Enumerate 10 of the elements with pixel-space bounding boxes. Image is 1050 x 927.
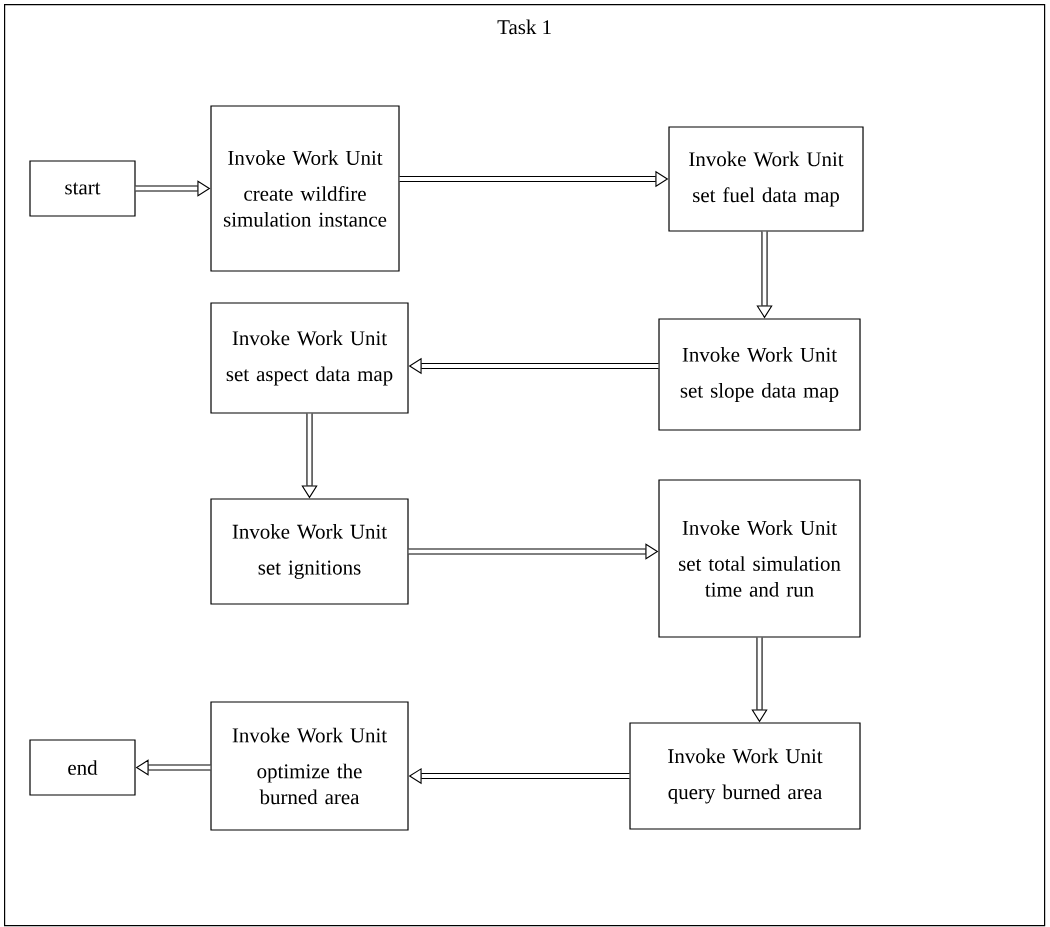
- terminal-box: start: [29, 160, 136, 217]
- process-box: Invoke Work Unit set slope data map: [658, 318, 861, 431]
- process-box: Invoke Work Unit query burned area: [629, 722, 861, 830]
- process-box: Invoke Work Unit set total simulation time and run: [658, 479, 861, 638]
- process-box: Invoke Work Unit set aspect data map: [210, 302, 409, 414]
- process-box: Invoke Work Unit create wildfire simulation instance: [210, 105, 400, 272]
- process-box: Invoke Work Unit set ignitions: [210, 498, 409, 605]
- process-box: Invoke Work Unit optimize the burned area: [210, 701, 409, 831]
- terminal-box: end: [29, 739, 136, 796]
- process-box: Invoke Work Unit set fuel data map: [668, 126, 864, 232]
